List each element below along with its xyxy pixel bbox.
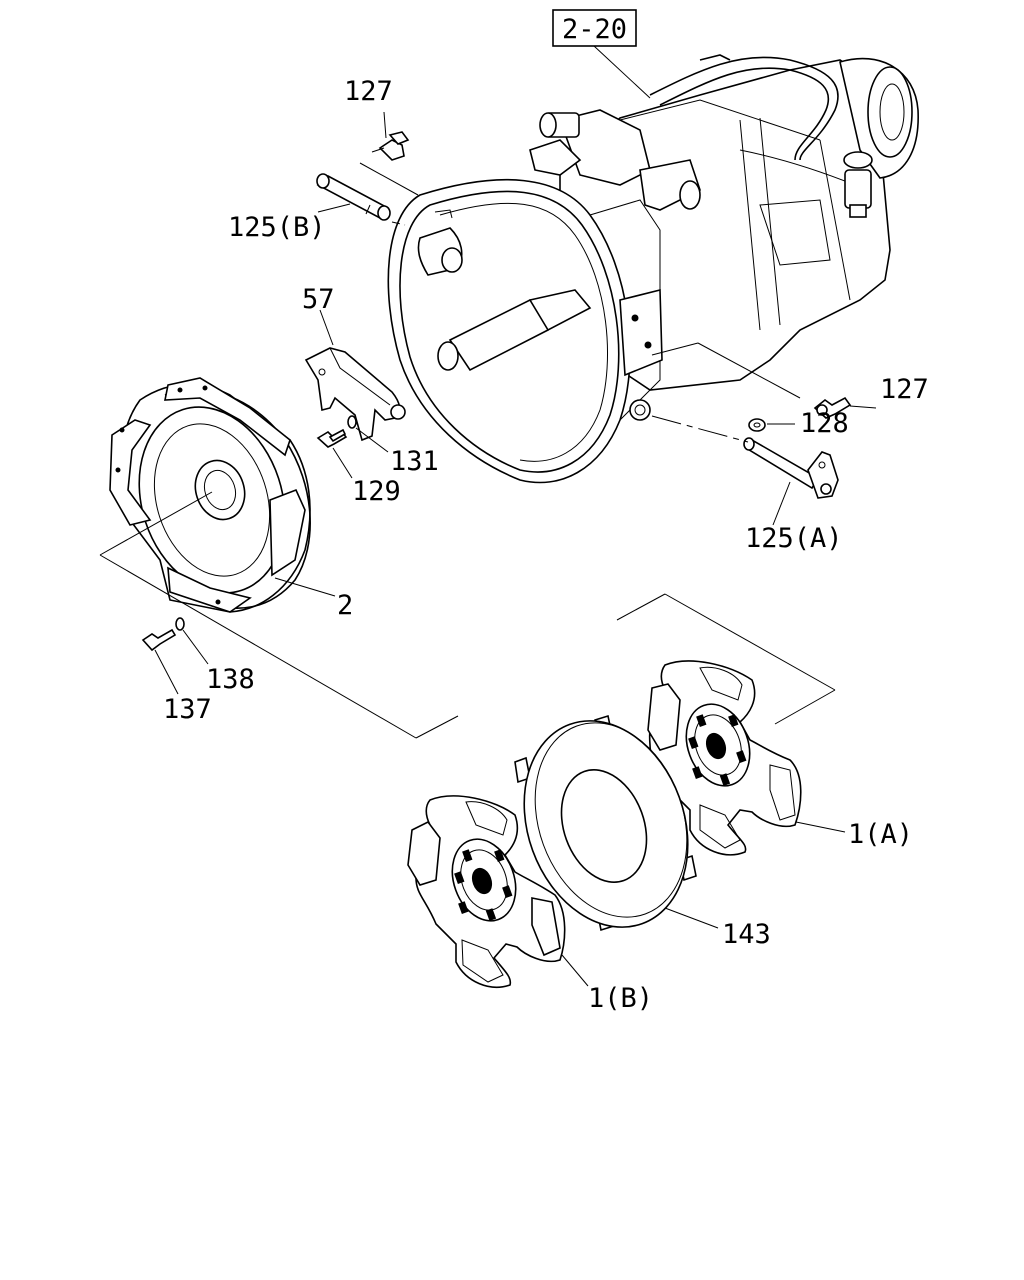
assembly-bracket-right xyxy=(616,593,836,725)
callout-lock-washer: 138 xyxy=(206,664,255,695)
callout-bolt-top: 127 xyxy=(344,76,393,107)
clutch-cover-2: 2 xyxy=(109,377,353,621)
release-fork-57: 57 xyxy=(302,284,406,442)
callout-disc-b: 1(B) xyxy=(588,983,653,1014)
callout-bolt: 137 xyxy=(163,694,212,725)
bolt-129: 129 xyxy=(316,428,401,507)
callout-pin-a: 125(A) xyxy=(745,523,843,554)
assembly-bracket-left xyxy=(99,491,459,739)
callout-pressure-plate: 2 xyxy=(337,590,353,621)
callout-disc-a: 1(A) xyxy=(848,819,913,850)
washer-131: 131 xyxy=(347,415,439,477)
callout-washer-right: 128 xyxy=(800,408,849,439)
transmission-housing xyxy=(387,54,919,484)
callout-cover-lock-washer: 131 xyxy=(390,446,439,477)
bolt-127-top: 127 xyxy=(344,76,419,196)
bolt-127-right: 127 xyxy=(651,342,929,419)
callout-intermediate-plate: 143 xyxy=(722,919,771,950)
reference-box: 2-20 xyxy=(552,9,651,99)
callout-fork: 57 xyxy=(302,284,335,315)
intermediate-plate-143: 143 xyxy=(514,714,771,950)
clutch-disc-1b: 1(B) xyxy=(407,795,653,1014)
pin-125a: 125(A) xyxy=(651,415,843,554)
washer-138: 138 xyxy=(175,617,255,695)
pin-125b: 125(B) xyxy=(228,173,406,243)
washer-128: 128 xyxy=(748,408,849,439)
clutch-disc-1a: 1(A) xyxy=(647,660,913,856)
callout-cover-bolt: 129 xyxy=(352,476,401,507)
reference-box-label: 2-20 xyxy=(562,14,627,45)
callout-pin-b: 125(B) xyxy=(228,212,326,243)
callout-bolt-right: 127 xyxy=(880,374,929,405)
bolt-137: 137 xyxy=(141,628,212,725)
